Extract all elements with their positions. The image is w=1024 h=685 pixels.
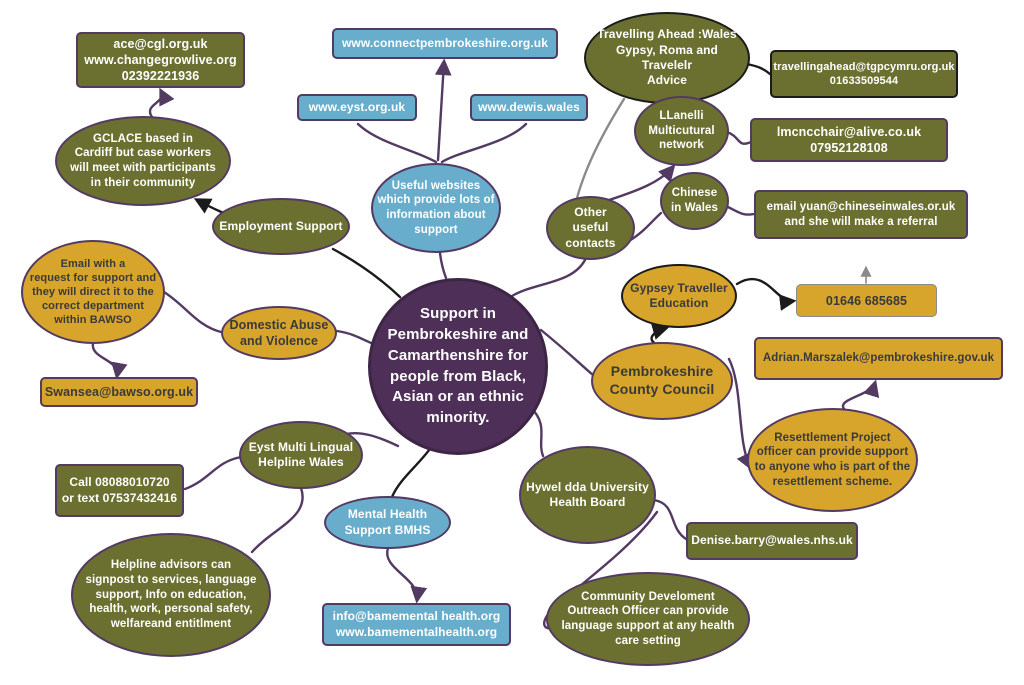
node-resettlement-project: Resettlement Project officer can provide… [747,408,918,512]
node-community-outreach: Community Develoment Outreach Officer ca… [546,572,750,666]
node-mental-health-bmhs: Mental Health Support BMHS [324,496,451,549]
node-gclace-contact: ace@cgl.org.uk www.changegrowlive.org 02… [76,32,245,88]
node-center-topic: Support in Pembrokeshire and Camarthensh… [368,278,548,455]
node-bawso: Email with a request for support and the… [21,240,165,344]
connector-resettlement-to-contact [841,379,880,412]
node-hywel-contact: Denise.barry@wales.nhs.uk [686,522,858,560]
connector-llanelli-to-contact [725,130,753,145]
node-eyst-helpline: Eyst Multi Lingual Helpline Wales [239,421,363,489]
connector-eyst-to-helpline-info [250,486,304,554]
connector-websites-to-eyst [356,122,438,164]
connector-domestic-to-bawso [162,290,223,334]
node-website-connectpembrokeshire: www.connectpembrokeshire.org.uk [332,28,558,59]
node-pembrokeshire-contact: Adrian.Marszalek@pembrokeshire.gov.uk [754,337,1003,380]
connector-center-to-other-contacts [510,258,587,298]
connector-other-to-chinese [627,211,663,243]
connector-center-to-mental-health [390,444,434,499]
connector-mental-to-contact [386,546,428,604]
node-other-useful-contacts: Other useful contacts [546,196,635,260]
connector-other-to-travelling [575,97,626,200]
node-hywel-dda-health-board: Hywel dda University Health Board [519,446,656,544]
connector-other-to-llanelli [604,164,676,203]
node-llanelli-contact: lmcncchair@alive.co.uk 07952128108 [750,118,948,162]
connector-websites-to-connect [434,58,452,162]
connector-center-to-employment [331,247,402,299]
connector-gypsey-to-contact [735,277,797,311]
node-bawso-contact: Swansea@bawso.org.uk [40,377,198,407]
connector-center-to-domestic [335,329,373,345]
node-employment-support: Employment Support [212,198,350,255]
connector-center-to-pembrokeshire [539,328,595,377]
node-travelling-ahead: Travelling Ahead :Wales Gypsy, Roma and … [584,12,750,104]
node-eyst-contact: Call 08088010720 or text 07537432416 [55,464,184,517]
node-pembrokeshire-county-council: Pembrokeshire County Council [591,342,733,420]
node-chinese-contact: email yuan@chineseinwales.or.uk and she … [754,190,968,239]
node-gypsey-traveller-education: Gypsey Traveller Education [621,264,737,328]
node-gypsey-contact: 01646 685685 [796,284,937,317]
connector-travelling-to-contact [744,62,772,76]
node-travelling-contact: travellingahead@tgpcymru.org.uk 01633509… [770,50,958,98]
connector-websites-to-dewis [440,122,528,164]
connector-bawso-to-contact [91,341,128,380]
connector-gclace-to-contact [148,87,175,119]
connector-eyst-to-contact [183,455,243,491]
node-domestic-abuse: Domestic Abuse and Violence [221,306,337,360]
node-mental-health-contact: info@bamemental health.org www.bamementa… [322,603,511,646]
connector-chinese-to-contact [726,205,756,216]
connector-pembrokeshire-to-resettlement [727,357,752,471]
connector-hywel-to-contact [652,498,688,541]
connector-center-to-websites [438,251,448,280]
node-chinese-in-wales: Chinese in Wales [660,172,729,230]
node-gclace: GCLACE based in Cardiff but case workers… [55,116,231,206]
node-website-eyst: www.eyst.org.uk [297,94,417,121]
node-website-dewis: www.dewis.wales [470,94,588,121]
node-useful-websites: Useful websites which provide lots of in… [371,163,501,253]
node-helpline-info: Helpline advisors can signpost to servic… [71,533,271,657]
node-llanelli-network: LLanelli Multicutural network [634,96,729,166]
